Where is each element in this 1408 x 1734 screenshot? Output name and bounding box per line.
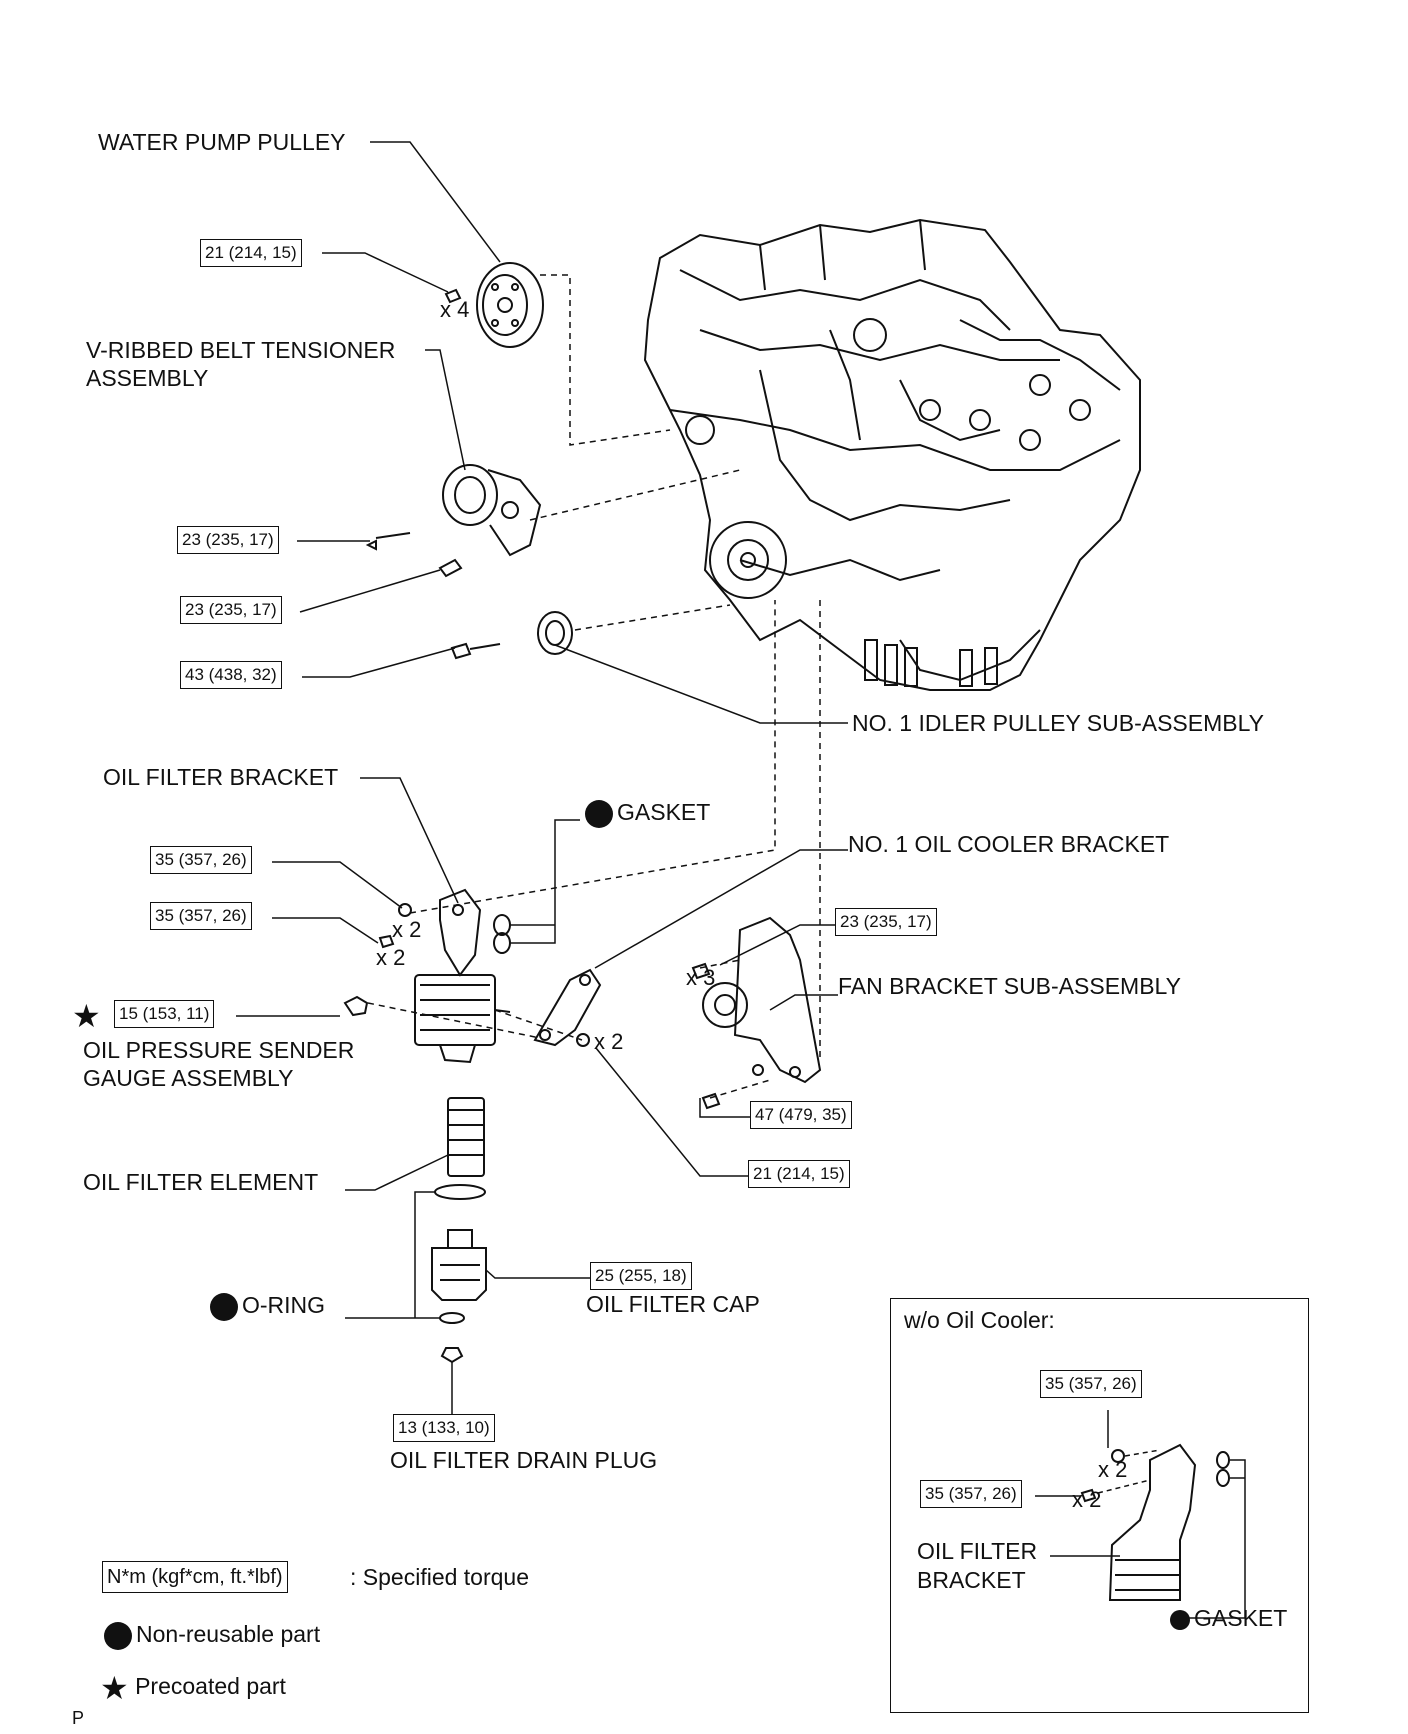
- torque-fan-bracket-bottom: 47 (479, 35): [750, 1101, 852, 1129]
- torque-sender: 15 (153, 11): [114, 1000, 215, 1028]
- legend-precoated-text: Precoated part: [135, 1673, 286, 1699]
- qty-bracket-1: x 2: [392, 917, 422, 942]
- label-oil-filter-element: OIL FILTER ELEMENT: [83, 1169, 319, 1195]
- qty-fan-bracket-bolt: x 3: [686, 965, 716, 990]
- torque-fan-bracket-top: 23 (235, 17): [835, 908, 937, 936]
- label-oil-pressure-sender-line2: GAUGE ASSEMBLY: [83, 1065, 294, 1091]
- legend-precoated: ★ Precoated part: [100, 1669, 286, 1706]
- oil-filter-bracket-part: [343, 888, 511, 1064]
- assembly-lines: [367, 274, 821, 1099]
- non-reusable-dot-icon: [210, 1292, 238, 1321]
- label-drain-plug: OIL FILTER DRAIN PLUG: [390, 1447, 658, 1473]
- label-oil-cooler-bracket: NO. 1 OIL COOLER BRACKET: [848, 831, 1170, 857]
- torque-filter-cap: 25 (255, 18): [590, 1262, 692, 1290]
- leader-lines: [236, 141, 848, 1415]
- inset-qty-1: x 2: [1098, 1457, 1128, 1482]
- label-water-pump-pulley: WATER PUMP PULLEY: [98, 129, 346, 155]
- torque-cooler-bracket-nut: 21 (214, 15): [748, 1160, 850, 1188]
- torque-bracket-1: 35 (357, 26): [150, 846, 252, 874]
- water-pump-pulley-part: [444, 262, 544, 348]
- inset-bracket-label-line1: OIL FILTER: [917, 1538, 1038, 1564]
- qty-cooler-nut: x 2: [594, 1029, 624, 1054]
- non-reusable-dot-icon: [104, 1621, 132, 1650]
- legend-non-reusable: Non-reusable part: [104, 1620, 320, 1650]
- footer-code: P: [72, 1708, 85, 1728]
- inset-bracket-label-line2: BRACKET: [917, 1567, 1026, 1593]
- legend-non-reusable-text: Non-reusable part: [136, 1621, 321, 1647]
- torque-tensioner-2: 23 (235, 17): [180, 596, 282, 624]
- label-idler-pulley: NO. 1 IDLER PULLEY SUB-ASSEMBLY: [852, 710, 1265, 736]
- torque-drain-plug: 13 (133, 10): [393, 1414, 495, 1442]
- torque-bracket-2: 35 (357, 26): [150, 902, 252, 930]
- non-reusable-dot-icon: [585, 799, 613, 828]
- inset-title: w/o Oil Cooler:: [904, 1307, 1055, 1333]
- label-oil-pressure-sender-line1: OIL PRESSURE SENDER: [83, 1037, 355, 1063]
- fan-bracket-part: [691, 916, 822, 1110]
- torque-idler: 43 (438, 32): [180, 661, 282, 689]
- label-fan-bracket: FAN BRACKET SUB-ASSEMBLY: [838, 973, 1181, 999]
- inset-qty-2: x 2: [1072, 1487, 1102, 1512]
- oil-cooler-bracket-part: [533, 968, 602, 1047]
- label-o-ring: O-RING: [210, 1291, 325, 1321]
- inset-gasket-text: GASKET: [1194, 1605, 1288, 1631]
- idler-pulley-part: [450, 611, 573, 660]
- v-ribbed-belt-tensioner-part: [365, 464, 542, 578]
- label-v-ribbed-belt-tensioner-line2: ASSEMBLY: [86, 365, 209, 391]
- precoated-star-icon: ★: [100, 1669, 129, 1706]
- inset-oil-filter-bracket: [1035, 1410, 1246, 1619]
- label-oil-filter-bracket: OIL FILTER BRACKET: [103, 764, 339, 790]
- inset-panel: [890, 1298, 1309, 1713]
- inset-gasket-label: GASKET: [1170, 1604, 1287, 1632]
- oil-filter-element-part: [447, 1097, 485, 1177]
- qty-pulley-bolts: x 4: [440, 297, 470, 322]
- gasket-part: [493, 914, 511, 954]
- inset-torque-1: 35 (357, 26): [1040, 1370, 1142, 1398]
- label-oil-filter-cap: OIL FILTER CAP: [586, 1291, 760, 1317]
- torque-water-pump-pulley: 21 (214, 15): [200, 239, 302, 267]
- legend-torque-box: N*m (kgf*cm, ft.*lbf): [102, 1561, 288, 1593]
- non-reusable-dot-icon: [1170, 1609, 1190, 1630]
- label-v-ribbed-belt-tensioner-line1: V-RIBBED BELT TENSIONER: [86, 337, 396, 363]
- label-gasket: GASKET: [585, 798, 710, 828]
- engine-block: [643, 218, 1141, 691]
- o-ring-text: O-RING: [242, 1292, 326, 1318]
- oil-filter-cap-part: [431, 1184, 487, 1364]
- legend-torque-desc: : Specified torque: [350, 1564, 530, 1590]
- gasket-text: GASKET: [617, 799, 711, 825]
- inset-torque-2: 35 (357, 26): [920, 1480, 1022, 1508]
- torque-tensioner-1: 23 (235, 17): [177, 526, 279, 554]
- qty-bracket-2: x 2: [376, 945, 406, 970]
- precoated-star-icon: ★: [72, 997, 101, 1034]
